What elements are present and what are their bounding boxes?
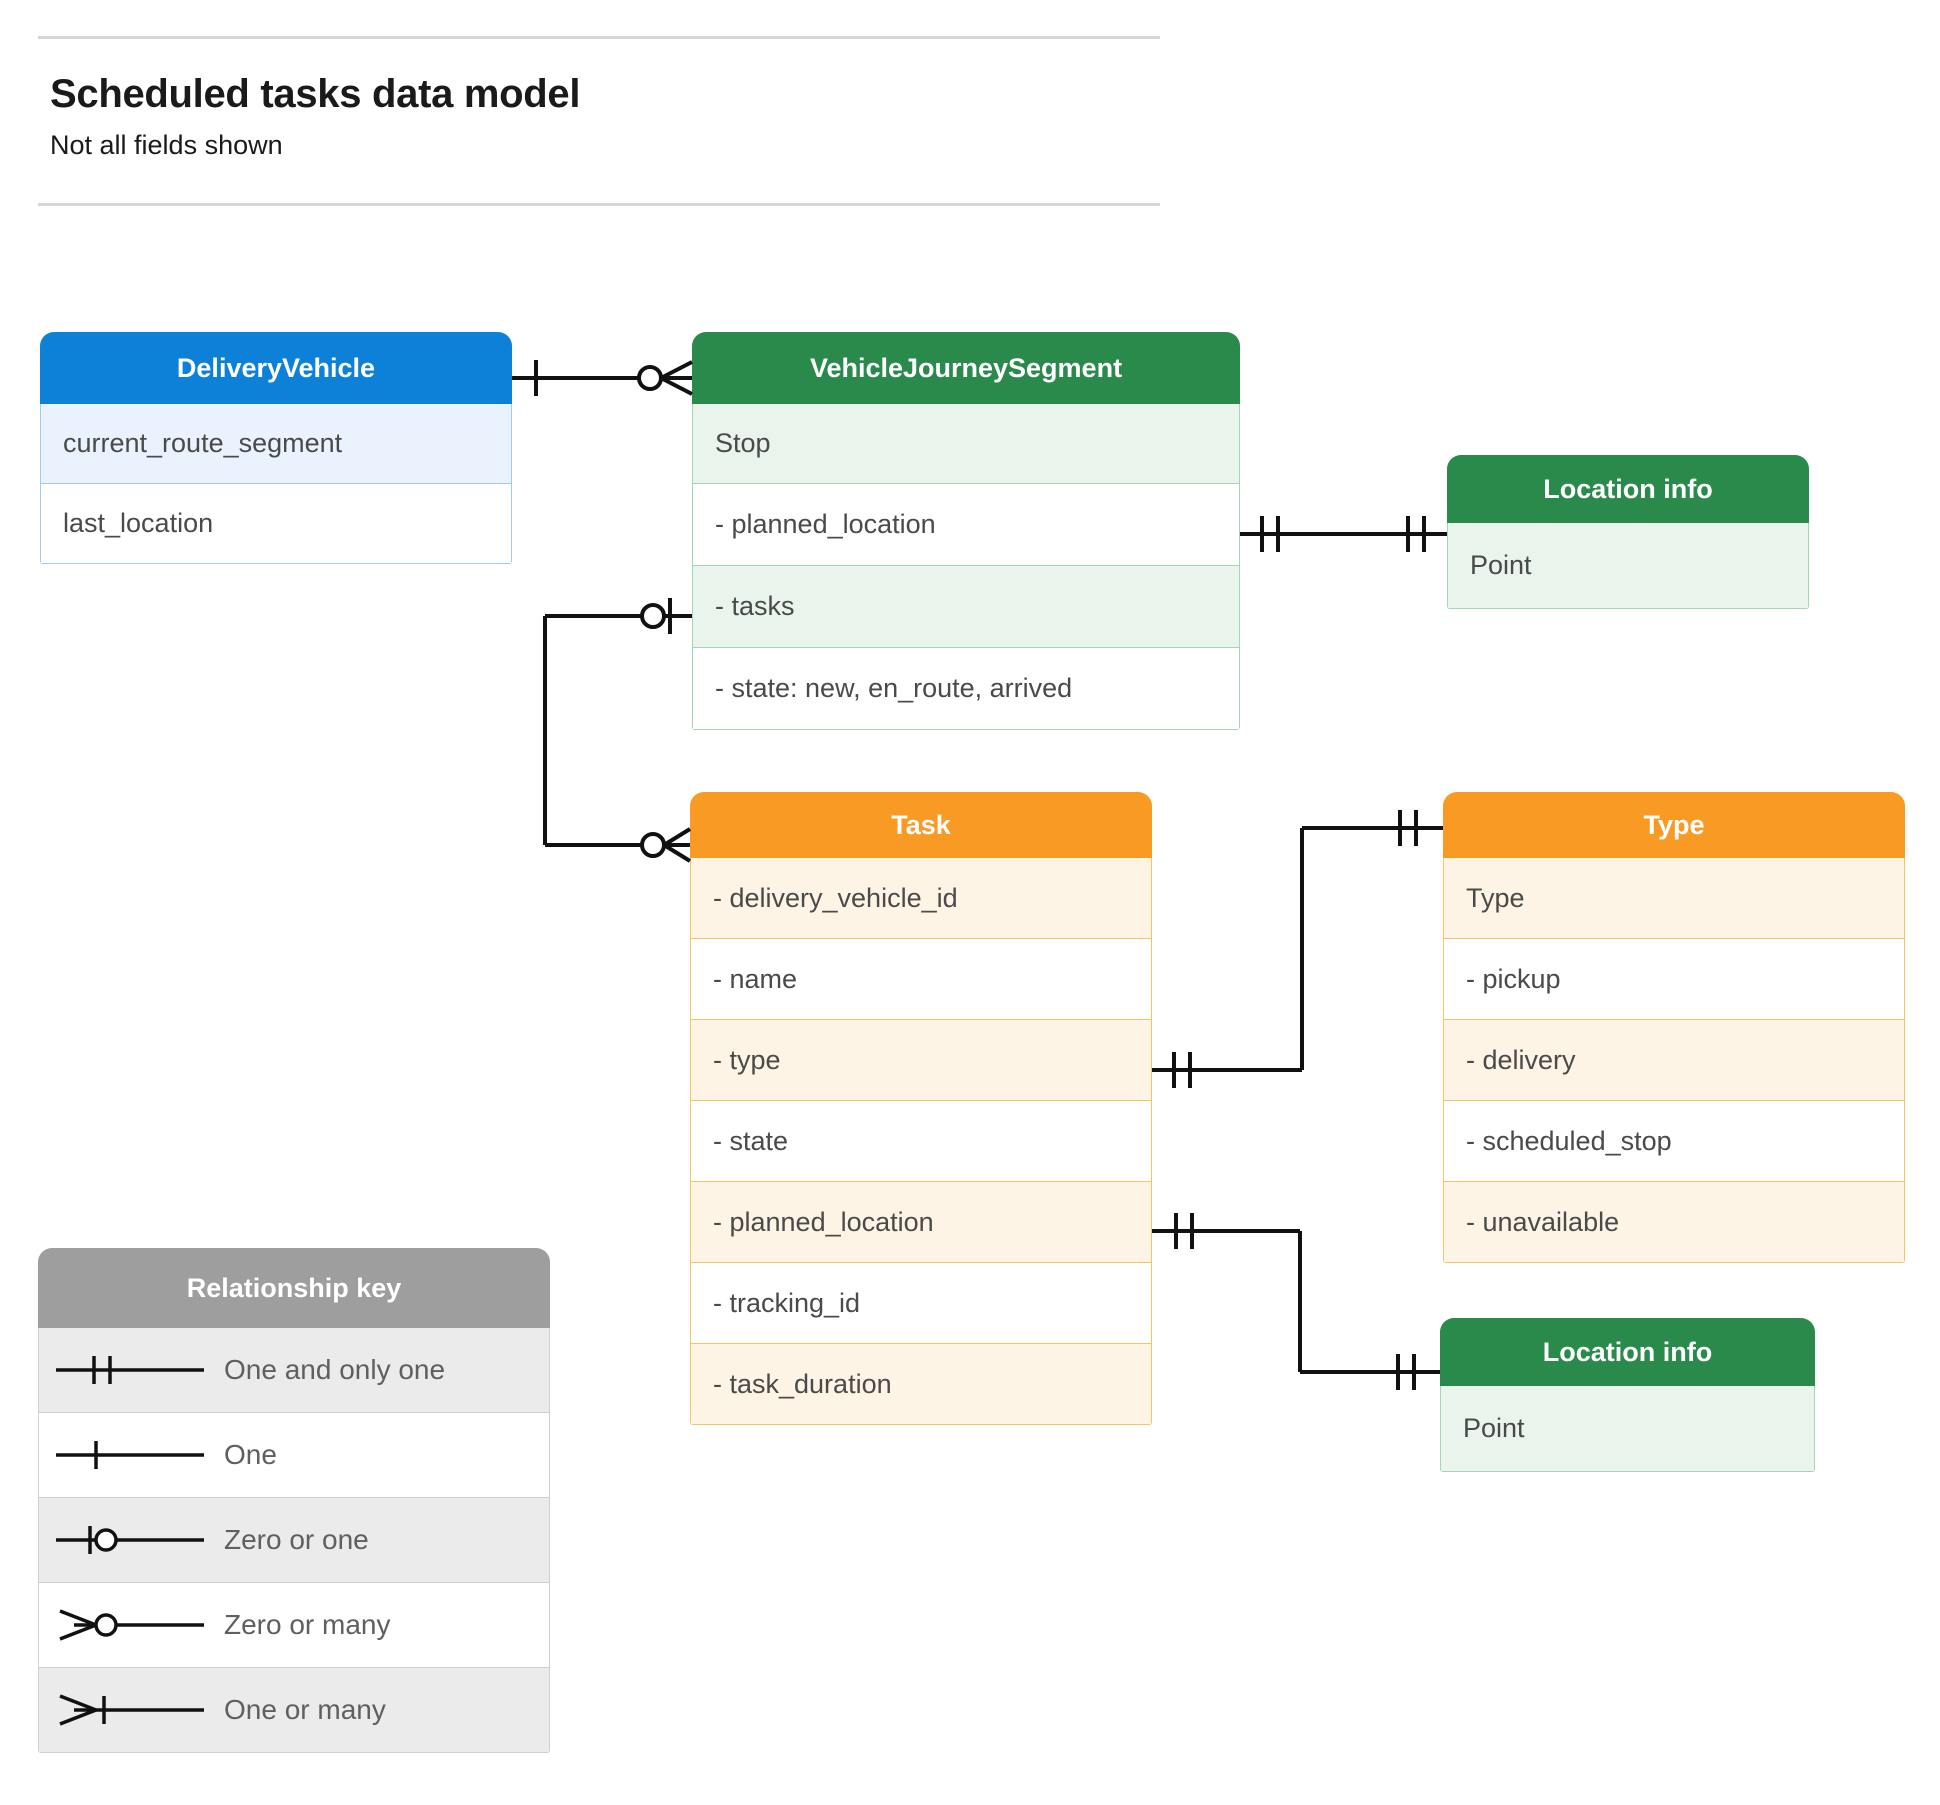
- one-or-many-icon: [39, 1690, 224, 1730]
- connector-vjs-tasks-to-task: [543, 598, 692, 863]
- connector-task-planned-location-to-location-info: [1152, 1213, 1440, 1390]
- entity-title-location-info-top: Location info: [1447, 455, 1809, 523]
- field-current-route-segment[interactable]: current_route_segment: [40, 404, 512, 484]
- field-task-task-duration[interactable]: - task_duration: [690, 1344, 1152, 1425]
- field-last-location[interactable]: last_location: [40, 484, 512, 564]
- legend-row-one-or-many: One or many: [38, 1668, 550, 1753]
- field-vjs-planned-location[interactable]: - planned_location: [692, 484, 1240, 566]
- entity-location-info-bottom[interactable]: Location info Point: [1440, 1318, 1815, 1472]
- entity-vehicle-journey-segment[interactable]: VehicleJourneySegment Stop - planned_loc…: [692, 332, 1240, 730]
- entity-location-info-top[interactable]: Location info Point: [1447, 455, 1809, 609]
- one-icon: [39, 1435, 224, 1475]
- legend-row-zero-or-one: Zero or one: [38, 1498, 550, 1583]
- legend-row-one: One: [38, 1413, 550, 1498]
- connector-delivery-vehicle-to-vjs: [512, 360, 693, 396]
- entity-title-vehicle-journey-segment: VehicleJourneySegment: [692, 332, 1240, 404]
- connector-task-type-to-type: [1152, 810, 1443, 1088]
- zero-or-many-icon: [39, 1605, 224, 1645]
- connector-vjs-planned-location-to-location-info: [1240, 516, 1447, 552]
- field-task-name[interactable]: - name: [690, 939, 1152, 1020]
- field-task-type[interactable]: - type: [690, 1020, 1152, 1101]
- field-task-planned-location[interactable]: - planned_location: [690, 1182, 1152, 1263]
- legend-label-one-and-only-one: One and only one: [224, 1354, 446, 1385]
- legend-row-zero-or-many: Zero or many: [38, 1583, 550, 1668]
- field-type-unavailable[interactable]: - unavailable: [1443, 1182, 1905, 1263]
- legend-title: Relationship key: [38, 1248, 550, 1328]
- field-task-state[interactable]: - state: [690, 1101, 1152, 1182]
- field-location-point-bottom[interactable]: Point: [1440, 1386, 1815, 1472]
- entity-title-type: Type: [1443, 792, 1905, 858]
- field-location-point-top[interactable]: Point: [1447, 523, 1809, 609]
- entity-title-task: Task: [690, 792, 1152, 858]
- field-vjs-state[interactable]: - state: new, en_route, arrived: [692, 648, 1240, 730]
- page-subtitle: Not all fields shown: [50, 130, 283, 160]
- legend-label-zero-or-one: Zero or one: [224, 1524, 369, 1555]
- page-title: Scheduled tasks data model: [50, 72, 581, 116]
- legend-label-one: One: [224, 1439, 277, 1470]
- field-stop[interactable]: Stop: [692, 404, 1240, 484]
- field-type-pickup[interactable]: - pickup: [1443, 939, 1905, 1020]
- legend-label-one-or-many: One or many: [224, 1694, 386, 1725]
- entity-type[interactable]: Type Type - pickup - delivery - schedule…: [1443, 792, 1905, 1263]
- field-type-delivery[interactable]: - delivery: [1443, 1020, 1905, 1101]
- legend-label-zero-or-many: Zero or many: [224, 1609, 391, 1640]
- field-task-tracking-id[interactable]: - tracking_id: [690, 1263, 1152, 1344]
- entity-task[interactable]: Task - delivery_vehicle_id - name - type…: [690, 792, 1152, 1425]
- field-type-scheduled-stop[interactable]: - scheduled_stop: [1443, 1101, 1905, 1182]
- field-type-type[interactable]: Type: [1443, 858, 1905, 939]
- zero-or-one-icon: [39, 1520, 224, 1560]
- one-and-only-one-icon: [39, 1350, 224, 1390]
- title-divider-bottom: [38, 203, 1160, 206]
- entity-title-delivery-vehicle: DeliveryVehicle: [40, 332, 512, 404]
- legend-row-one-and-only-one: One and only one: [38, 1328, 550, 1413]
- field-vjs-tasks[interactable]: - tasks: [692, 566, 1240, 648]
- entity-delivery-vehicle[interactable]: DeliveryVehicle current_route_segment la…: [40, 332, 512, 564]
- entity-title-location-info-bottom: Location info: [1440, 1318, 1815, 1386]
- title-divider-top: [38, 36, 1160, 39]
- field-task-delivery-vehicle-id[interactable]: - delivery_vehicle_id: [690, 858, 1152, 939]
- relationship-key-legend: Relationship key One and only one One: [38, 1248, 550, 1753]
